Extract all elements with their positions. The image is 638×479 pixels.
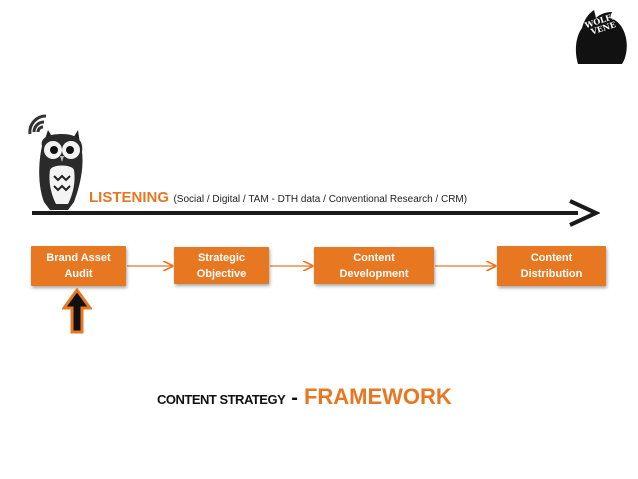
step-brand-asset-audit: Brand Asset Audit xyxy=(31,246,126,286)
title-dash: - xyxy=(291,387,298,409)
step-label-line2: Distribution xyxy=(520,268,583,280)
listening-detail: (Social / Digital / TAM - DTH data / Con… xyxy=(173,194,468,205)
step-label-line2: Audit xyxy=(64,268,93,280)
step-label-line2: Objective xyxy=(196,267,247,280)
step-label-line1: Content xyxy=(353,251,395,264)
listening-timeline-arrow xyxy=(32,199,600,227)
step-label-line2: Development xyxy=(339,267,409,280)
step-content-distribution: Content Distribution xyxy=(497,246,606,286)
step-label-line1: Brand Asset xyxy=(46,252,111,264)
step-strategic-objective: Strategic Objective xyxy=(174,247,269,284)
step-label-line1: Content xyxy=(530,252,573,264)
title-framework: FRAMEWORK xyxy=(303,384,452,409)
title-content-strategy: CONTENT STRATEGY xyxy=(157,392,286,407)
step-content-development: Content Development xyxy=(314,247,434,284)
up-arrow-icon xyxy=(62,288,92,334)
owl-icon xyxy=(28,114,83,210)
listening-label: LISTENING (Social / Digital / TAM - DTH … xyxy=(89,189,467,207)
wolf-logo xyxy=(575,10,627,64)
framework-title: CONTENT STRATEGY-FRAMEWORK xyxy=(157,384,452,410)
listening-title: LISTENING xyxy=(89,189,170,206)
step-label-line1: Strategic xyxy=(197,251,246,264)
